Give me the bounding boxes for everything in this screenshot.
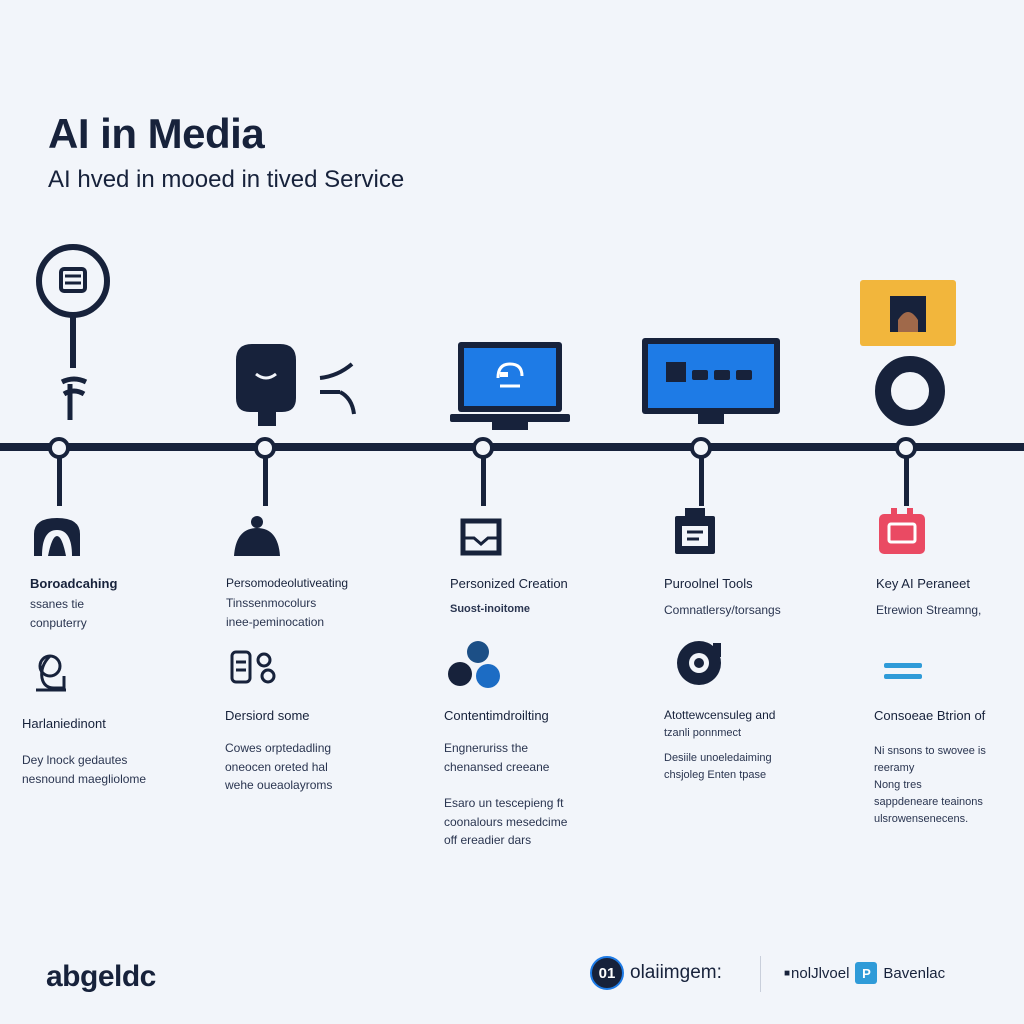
timeline-node — [895, 437, 917, 459]
col5-line2: ulsrowensenecens. — [874, 813, 969, 826]
col5-line2: reeramy — [874, 762, 915, 775]
col1-line2: Dey lnock gedautes — [22, 753, 128, 767]
timeline-stem — [481, 451, 486, 506]
col2-line: inee-peminocation — [226, 614, 325, 629]
col1-line2: nesnound maegliolome — [22, 771, 147, 786]
col3-line3: Esaro un tescepieng ft — [444, 796, 564, 811]
col3-heading: Personized Creation — [450, 576, 568, 591]
calendar-badge-icon — [673, 508, 717, 561]
tv-screen-icon — [860, 280, 958, 350]
timeline-node — [254, 437, 276, 459]
bell-icon — [232, 512, 282, 563]
col2-line: Tinssenmocolurs — [226, 596, 317, 610]
partner-logo: 01 olaiimgem: — [590, 956, 722, 990]
col3-line2: Engneruriss the — [444, 741, 529, 755]
partner-logo: ■ nolJlvoel P Bavenlac — [784, 962, 945, 984]
ring-icon — [873, 354, 947, 428]
inbox-icon — [460, 518, 502, 561]
col2-heading2: Dersiord some — [225, 708, 310, 723]
col5-heading: Key AI Peraneet — [876, 576, 970, 591]
square-mark-icon: ■ — [784, 967, 791, 979]
timeline-node — [48, 437, 70, 459]
divider — [760, 956, 761, 992]
col3-line3: off ereadier dars — [444, 833, 532, 848]
col4-line2: chsjoleg Enten tpase — [664, 769, 767, 782]
col2-line2: oneocen oreted hal — [225, 759, 328, 774]
col4-line2: Desiile unoeledaiming — [664, 752, 772, 765]
robot-head-icon — [228, 340, 363, 430]
page-title: AI in Media — [48, 110, 265, 157]
partner-name: olaiimgem: — [630, 962, 722, 983]
record-disc-icon — [675, 639, 723, 692]
timeline-stem — [57, 451, 62, 506]
col1-line: conputerry — [30, 615, 87, 630]
monitor-icon — [640, 336, 785, 431]
col5-line2: Ni snsons to swovee is — [874, 745, 986, 757]
col4-line2: tzanli ponnmect — [664, 727, 742, 739]
col1-line: ssanes tie — [30, 597, 85, 611]
equals-bars-icon — [882, 661, 924, 686]
timeline-node — [690, 437, 712, 459]
partner-badge-icon: 01 — [590, 956, 624, 990]
col4-line2 — [664, 742, 775, 750]
col3-line2: chenansed creeane — [444, 759, 550, 774]
circles-cluster-icon — [446, 640, 506, 695]
col3-line: Suost-inoitome — [450, 603, 531, 615]
timeline-stem — [699, 451, 704, 506]
timeline-node — [472, 437, 494, 459]
timeline-bar — [0, 443, 1024, 451]
col5-line2: Nong tres — [874, 779, 922, 792]
col4-heading: Puroolnel Tools — [664, 576, 753, 591]
col4-line: Comnatlersy/torsangs — [664, 603, 781, 617]
col5-line: Etrewion Streamng, — [876, 603, 982, 617]
partner-badge-icon: P — [855, 962, 878, 984]
col2-line2: Cowes orptedadling — [225, 741, 332, 755]
col2-heading: Persomodeolutiveating — [226, 576, 349, 590]
col2-line2: wehe oueaolayroms — [225, 778, 333, 793]
broadcast-tower-icon — [34, 242, 112, 420]
brand-logo: abgeldc — [46, 960, 156, 993]
number-six-icon — [32, 652, 72, 697]
col5-heading2: Consoeae Btrion of — [874, 708, 986, 723]
col5-line2: sappdeneare teainons — [874, 796, 983, 809]
timeline-stem — [263, 451, 268, 506]
col3-line3: coonalours mesedcime — [444, 814, 568, 829]
page-subtitle: AI hved in mooed in tived Service — [48, 166, 405, 193]
col4-heading2: Atottewcensuleg and — [664, 708, 776, 722]
partner-name: nolJlvoel — [791, 964, 850, 982]
col1-heading: Boroadcahing — [30, 576, 118, 591]
timeline-stem — [904, 451, 909, 506]
tv-screen-icon — [877, 508, 927, 561]
col3-heading2: Contentimdroilting — [444, 708, 549, 723]
partner-name: Bavenlac — [883, 964, 946, 982]
arch-icon — [32, 516, 82, 561]
col1-heading2: Harlaniedinont — [22, 716, 106, 731]
laptop-icon — [448, 340, 573, 435]
grid-settings-icon — [230, 650, 278, 691]
